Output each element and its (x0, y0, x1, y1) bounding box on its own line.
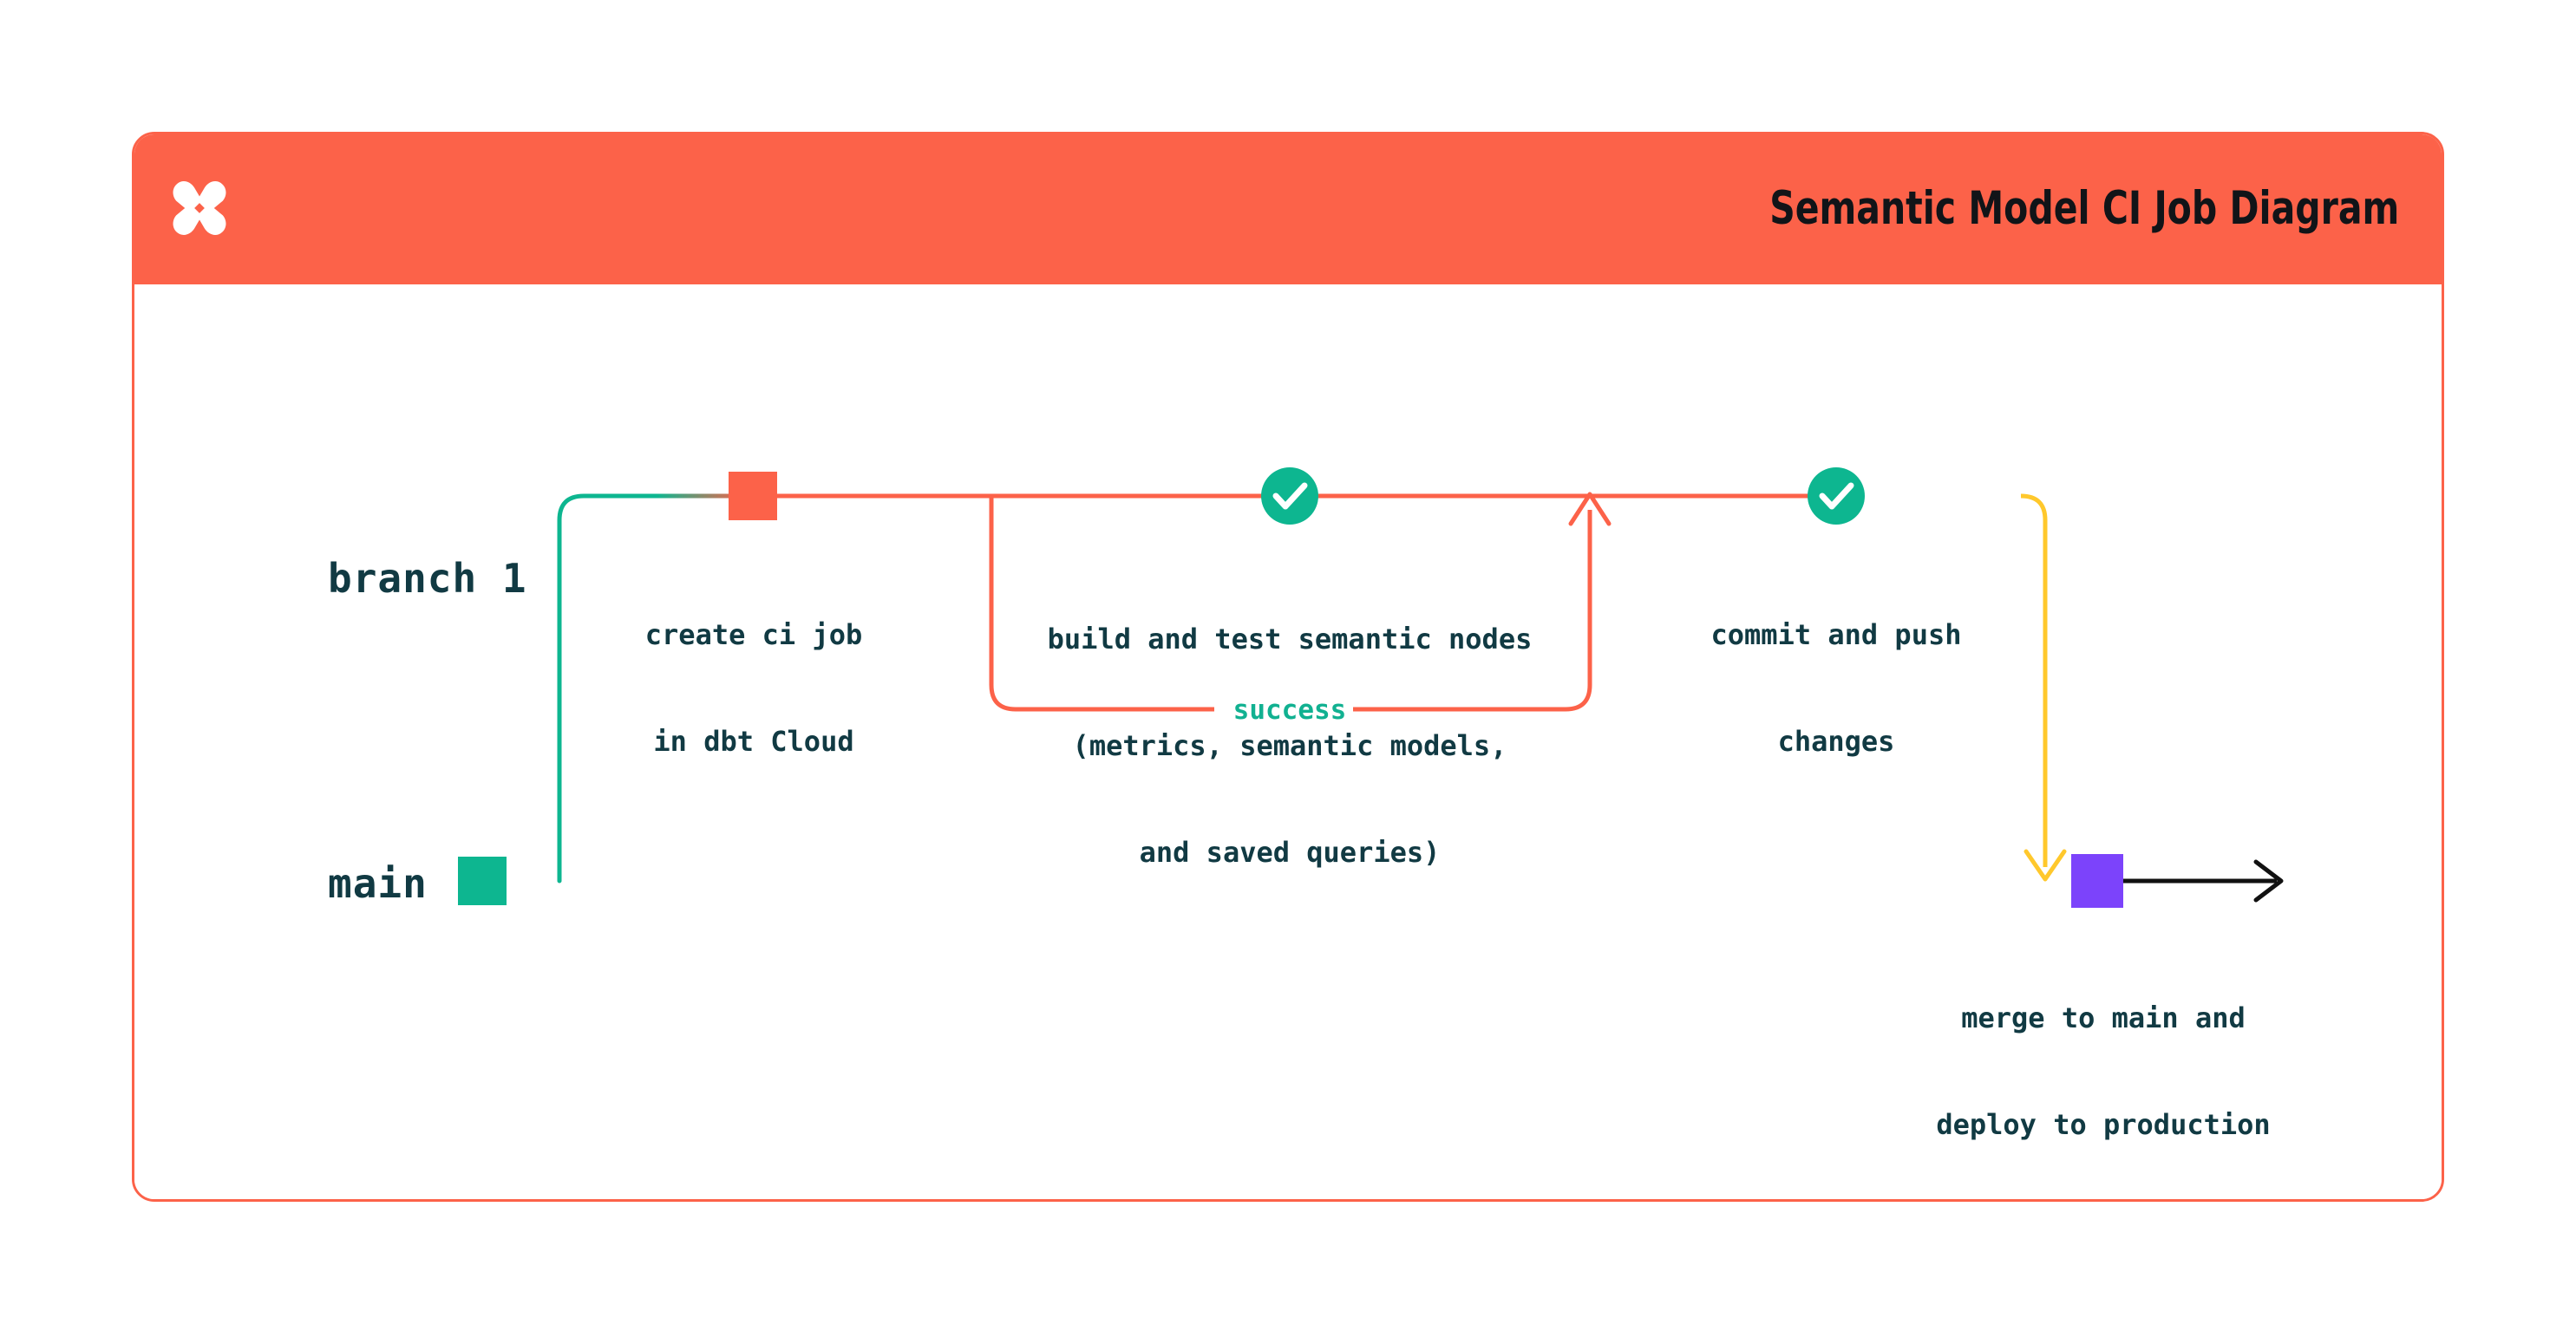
create-ci-job-label: create ci job in dbt Cloud (563, 546, 945, 831)
build-and-test-label-line-2: (metrics, semantic models, (1072, 728, 1507, 762)
page-title: Semantic Model CI Job Diagram (1769, 181, 2399, 235)
merge-to-main-label-line-2: deploy to production (1936, 1107, 2271, 1141)
lane-label-main: main (328, 860, 428, 907)
merge-to-main-label-line-1: merge to main and (1961, 1001, 2246, 1034)
commit-and-push-label-line-1: commit and push (1710, 617, 1962, 651)
diagram-card: Semantic Model CI Job Diagram (132, 132, 2444, 1202)
build-and-test-label-line-3: and saved queries) (1139, 835, 1441, 869)
build-and-test-label-line-1: build and test semantic nodes (1047, 622, 1533, 655)
create-ci-job-label-line-2: in dbt Cloud (653, 724, 854, 758)
ci-loop-success-label: success (1232, 695, 1347, 726)
lane-label-branch-1: branch 1 (328, 555, 527, 602)
merge-to-main-label: merge to main and deploy to production (1826, 929, 2381, 1214)
build-and-test-label: build and test semantic nodes (metrics, … (951, 551, 1628, 941)
dbt-logo-icon (163, 172, 236, 245)
commit-and-push-label: commit and push changes (1611, 546, 2062, 831)
card-header: Semantic Model CI Job Diagram (134, 134, 2442, 284)
create-ci-job-label-line-1: create ci job (644, 617, 863, 651)
card-body (134, 287, 2442, 1199)
commit-and-push-label-line-2: changes (1777, 724, 1895, 758)
